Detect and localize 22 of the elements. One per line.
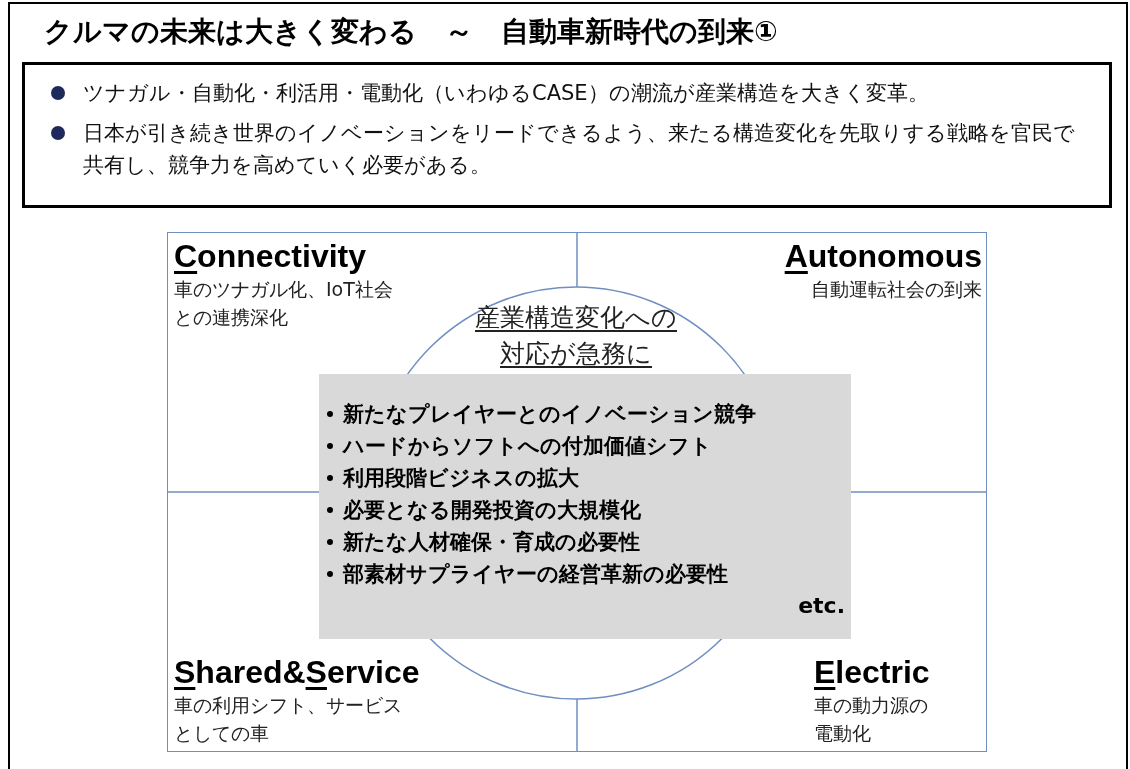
panel-item: 必要となる開発投資の大規模化 (343, 497, 641, 524)
panel-item: 新たなプレイヤーとのイノベーション競争 (343, 401, 756, 428)
panel-item: ハードからソフトへの付加価値シフト (343, 433, 712, 460)
highlight-panel (319, 374, 851, 639)
quadrant-frame (167, 232, 987, 752)
quadrant-heading: Connectivity (174, 237, 367, 275)
slide-title: クルマの未来は大きく変わる ～ 自動車新時代の到来① (44, 14, 778, 50)
quadrant-description: 車の動力源の電動化 (814, 693, 929, 746)
quadrant-description: 自動運転社会の到来 (811, 277, 982, 302)
circle-heading: 産業構造変化への対応が急務に (474, 302, 678, 370)
summary-text: 日本が引き続き世界のイノベーションをリードできるよう、来たる構造変化を先取りする戦略を官民で共有し、競争力を高めていく必要がある。 (83, 120, 1076, 179)
quadrant-heading: Electric (814, 653, 930, 691)
panel-note: etc. (798, 592, 845, 620)
panel-item: 部素材サプライヤーの経営革新の必要性 (343, 561, 728, 588)
quadrant-description: 車の利用シフト、サービスとしての車 (174, 693, 403, 746)
quadrant-heading: Autonomous (784, 237, 982, 275)
panel-item: 利用段階ビジネスの拡大 (343, 465, 579, 492)
quadrant-description: 車のツナガル化、IoT社会との連携深化 (174, 277, 394, 330)
summary-text: ツナガル・自動化・利活用・電動化（いわゆるCASE）の潮流が産業構造を大きく変革。 (83, 80, 929, 107)
quadrant-heading: Shared&Service (174, 653, 420, 691)
summary-box (22, 62, 1112, 208)
panel-item: 新たな人材確保・育成の必要性 (343, 529, 640, 556)
